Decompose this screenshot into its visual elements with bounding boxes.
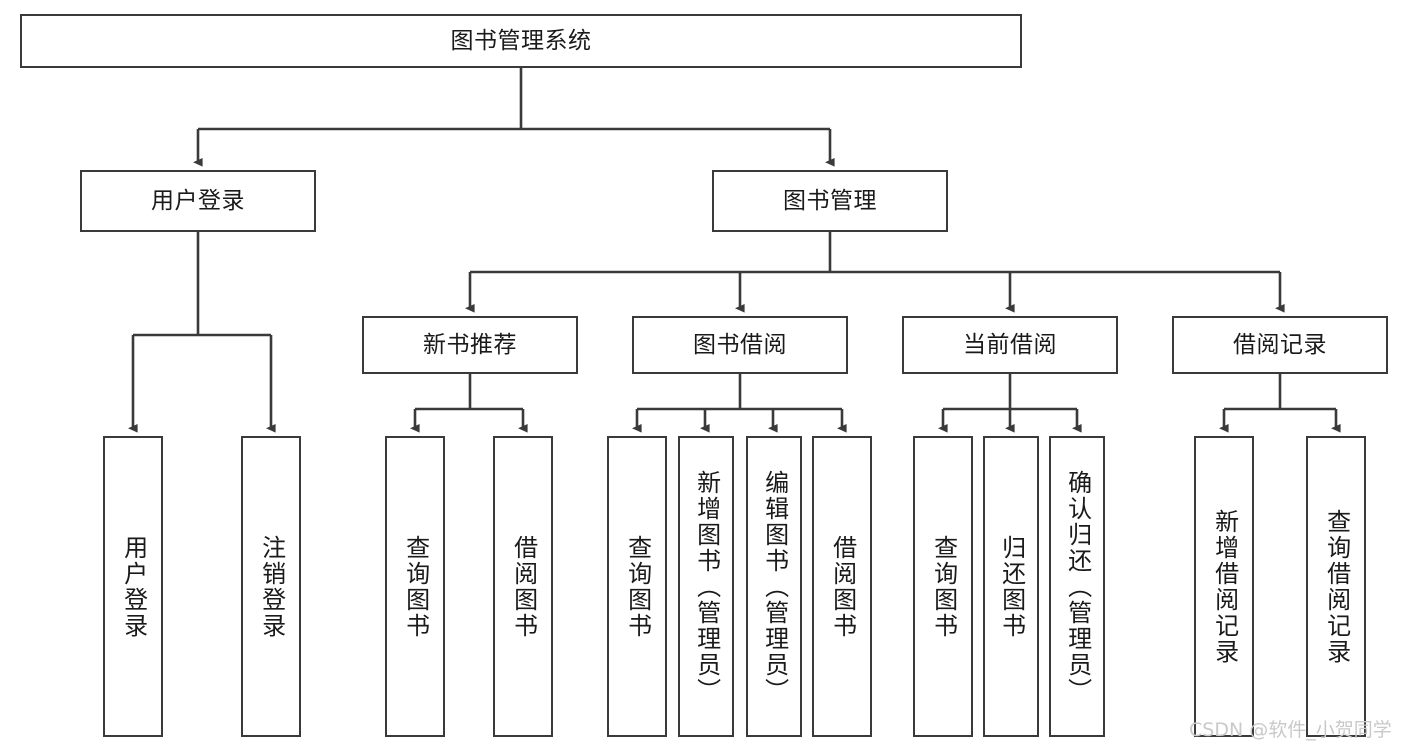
node-label: 借阅记录: [1233, 331, 1327, 358]
leaf-book-borrow-borrow-book[interactable]: 借阅图书: [812, 436, 872, 737]
leaf-book-borrow-edit-book-admin[interactable]: 编辑图书（管理员）: [746, 436, 802, 737]
node-label: 新增图书（管理员）: [692, 470, 721, 704]
node-label: 新书推荐: [423, 331, 517, 358]
node-current-borrowing[interactable]: 当前借阅: [902, 316, 1118, 374]
node-label: 查询图书: [401, 535, 430, 639]
node-borrow-records[interactable]: 借阅记录: [1172, 316, 1388, 374]
node-label: 借阅图书: [509, 535, 538, 639]
leaf-current-borrow-query-book[interactable]: 查询图书: [913, 436, 973, 737]
node-label: 新增借阅记录: [1210, 509, 1239, 665]
node-label: 借阅图书: [828, 535, 857, 639]
leaf-new-book-query-book[interactable]: 查询图书: [385, 436, 445, 737]
node-book-borrowing[interactable]: 图书借阅: [632, 316, 848, 374]
leaf-borrow-record-add-record[interactable]: 新增借阅记录: [1194, 436, 1254, 737]
leaf-new-book-borrow-book[interactable]: 借阅图书: [493, 436, 553, 737]
leaf-current-borrow-return-book[interactable]: 归还图书: [983, 436, 1039, 737]
node-label: 编辑图书（管理员）: [760, 470, 789, 704]
node-label: 查询借阅记录: [1322, 509, 1351, 665]
node-label: 注销登录: [257, 535, 286, 639]
node-root-book-management-system[interactable]: 图书管理系统: [20, 14, 1022, 68]
csdn-watermark: CSDN @软件_小贺同学: [1189, 719, 1392, 741]
node-label: 查询图书: [623, 535, 652, 639]
leaf-book-borrow-add-book-admin[interactable]: 新增图书（管理员）: [678, 436, 734, 737]
node-label: 用户登录: [151, 187, 245, 214]
node-label: 用户登录: [119, 535, 148, 639]
leaf-user-login-logout[interactable]: 注销登录: [241, 436, 301, 737]
leaf-book-borrow-query-book[interactable]: 查询图书: [607, 436, 667, 737]
leaf-user-login-login[interactable]: 用户登录: [103, 436, 163, 737]
leaf-current-borrow-confirm-return-admin[interactable]: 确认归还（管理员）: [1049, 436, 1105, 737]
node-user-login[interactable]: 用户登录: [80, 170, 316, 232]
node-book-management[interactable]: 图书管理: [712, 170, 948, 232]
node-label: 图书管理: [783, 187, 877, 214]
leaf-borrow-record-query-record[interactable]: 查询借阅记录: [1306, 436, 1366, 737]
node-label: 图书管理系统: [450, 27, 592, 54]
node-new-book-recommendation[interactable]: 新书推荐: [362, 316, 578, 374]
node-label: 归还图书: [997, 535, 1026, 639]
node-label: 当前借阅: [963, 331, 1057, 358]
node-label: 确认归还（管理员）: [1063, 470, 1092, 704]
node-label: 图书借阅: [693, 331, 787, 358]
node-label: 查询图书: [929, 535, 958, 639]
